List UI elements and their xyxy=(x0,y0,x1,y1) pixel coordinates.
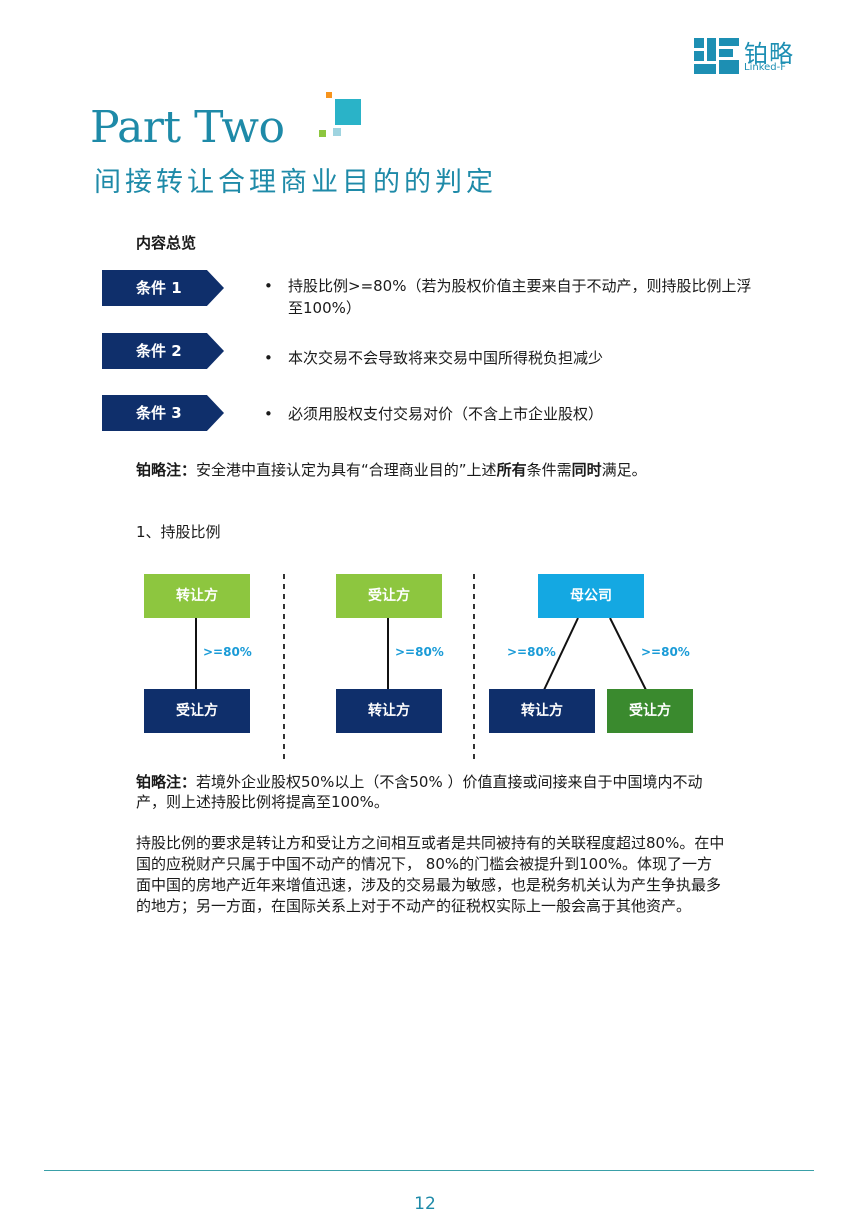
bullet-icon: • xyxy=(264,349,273,367)
condition-1-text: 持股比例>=80%（若为股权价值主要来自于不动产，则持股比例上浮至100%） xyxy=(288,277,752,317)
bullet-icon: • xyxy=(264,405,273,423)
deco-square-lightblue xyxy=(333,128,341,136)
condition-2-tag: 条件 2 xyxy=(102,333,224,369)
panel-2-transferor-node: 转让方 xyxy=(336,689,442,733)
bullet-icon: • xyxy=(264,277,273,295)
part-title: Part Two xyxy=(90,102,285,153)
body-paragraph: 持股比例的要求是转让方和受让方之间相互或者是共同被持有的关联程度超过80%。在中… xyxy=(136,834,725,915)
condition-2-text: 本次交易不会导致将来交易中国所得税负担减少 xyxy=(288,349,604,367)
note-1: 铂略注：安全港中直接认定为具有“合理商业目的”上述所有条件需同时满足。 xyxy=(136,460,726,480)
panel-2-transferee-node: 受让方 xyxy=(336,574,442,618)
note-2-text: 若境外企业股权50%以上（不含50% ）价值直接或间接来自于中国境内不动产，则上… xyxy=(136,773,703,811)
section-subtitle: 间接转让合理商业目的的判定 xyxy=(94,167,497,198)
logo-english-text: Linked-F xyxy=(744,62,786,73)
page-number: 12 xyxy=(414,1194,436,1214)
condition-1-text-block: • 持股比例>=80%（若为股权价值主要来自于不动产，则持股比例上浮至100%） xyxy=(264,275,754,319)
deco-square-orange xyxy=(326,92,332,98)
deco-square-teal xyxy=(335,99,361,125)
panel-1-transferor-node: 转让方 xyxy=(144,574,250,618)
panel-3-transferee-node: 受让方 xyxy=(607,689,693,733)
panel-3-parent-company-node: 母公司 xyxy=(538,574,644,618)
panel-3-right-percentage: >=80% xyxy=(641,645,690,659)
ownership-diagram-lines xyxy=(195,574,647,764)
note-1-text-b: 条件需 xyxy=(526,461,572,479)
panel-1-transferee-node: 受让方 xyxy=(144,689,250,733)
logo-mark-icon xyxy=(694,38,739,74)
note-2-label: 铂略注： xyxy=(136,773,197,791)
panel-2-percentage: >=80% xyxy=(395,645,444,659)
condition-1-tag: 条件 1 xyxy=(102,270,224,306)
deco-square-green xyxy=(319,130,326,137)
logo-chinese-text: 铂略 xyxy=(744,40,794,68)
condition-3-text-block: • 必须用股权支付交易对价（不含上市企业股权） xyxy=(264,403,754,425)
note-1-bold-a: 所有 xyxy=(496,461,527,479)
condition-3-text: 必须用股权支付交易对价（不含上市企业股权） xyxy=(288,405,604,423)
panel-1-percentage: >=80% xyxy=(203,645,252,659)
panel-3-transferor-node: 转让方 xyxy=(489,689,595,733)
panel-3-left-percentage: >=80% xyxy=(507,645,556,659)
note-1-bold-b: 同时 xyxy=(571,461,602,479)
note-1-label: 铂略注： xyxy=(136,461,197,479)
note-1-text-a: 安全港中直接认定为具有“合理商业目的”上述 xyxy=(196,461,497,479)
footer-divider xyxy=(44,1170,814,1171)
note-1-text-c: 满足。 xyxy=(601,461,647,479)
note-2: 铂略注：若境外企业股权50%以上（不含50% ）价值直接或间接来自于中国境内不动… xyxy=(136,772,726,812)
overview-heading: 内容总览 xyxy=(136,234,197,252)
section-heading: 1、持股比例 xyxy=(136,523,221,541)
brand-logo: 铂略 Linked-F xyxy=(694,36,814,76)
condition-3-tag: 条件 3 xyxy=(102,395,224,431)
condition-2-text-block: • 本次交易不会导致将来交易中国所得税负担减少 xyxy=(264,347,754,369)
